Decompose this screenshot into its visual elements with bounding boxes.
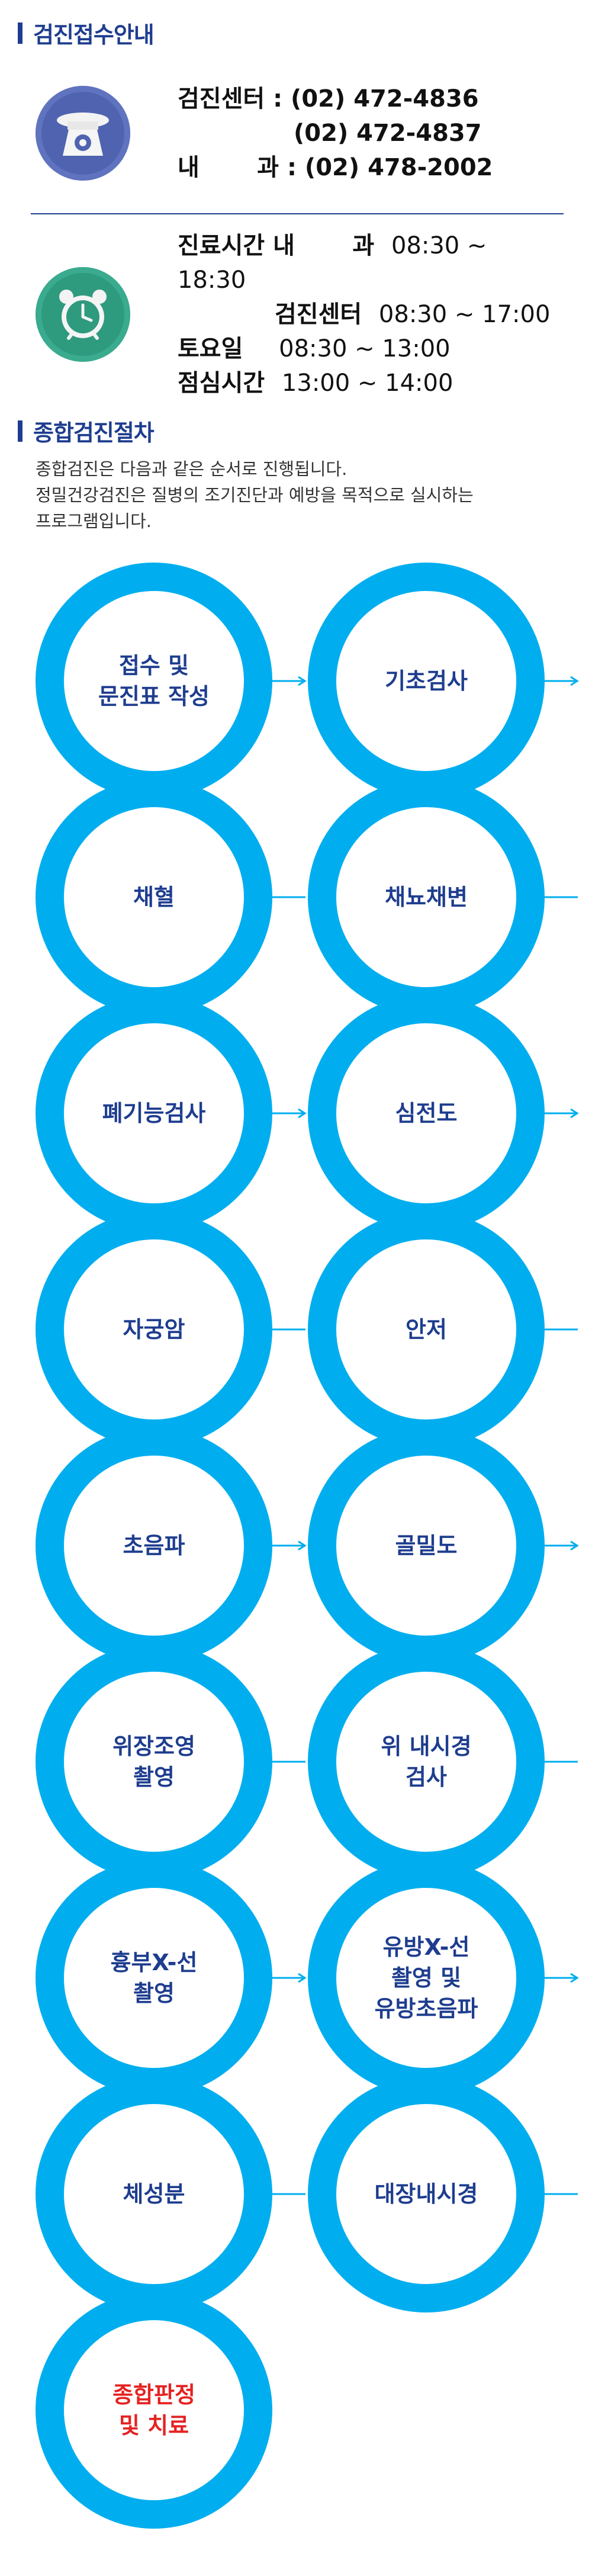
step-circle: 안저 — [308, 1211, 545, 1448]
arrow-icon — [532, 1972, 579, 1984]
hours-value-center: 08:30 ~ 17:00 — [378, 301, 551, 328]
hours-label-clinic: 진료시간 내 과 — [178, 232, 375, 259]
step-circle: 위장조영 촬영 — [36, 1643, 272, 1880]
hours-label-lunch: 점심시간 — [178, 370, 265, 397]
step-circle: 기초검사 — [308, 563, 545, 799]
divider-line — [31, 213, 564, 214]
hours-line-1: 진료시간 내 과 08:30 ~ 18:30 — [178, 229, 556, 297]
arrow-icon — [532, 1540, 579, 1552]
arrow-icon — [259, 1107, 307, 1119]
step-circle: 체성분 — [36, 2076, 272, 2312]
arrow-icon — [259, 1756, 307, 1768]
telephone-icon — [36, 86, 130, 181]
procedure-desc-line-1: 종합검진은 다음과 같은 순서로 진행됩니다. — [36, 459, 348, 479]
arrow-icon — [532, 1756, 579, 1768]
hours-label-center: 검진센터 — [275, 301, 362, 328]
step-circle: 심전도 — [308, 995, 545, 1232]
phone-contact-row: 검진센터 : (02) 472-4836 (02) 472-4837 내 과 :… — [36, 82, 556, 185]
phone-line-2: (02) 472-4837 — [294, 120, 482, 147]
procedure-desc-line-2: 정밀건강검진은 질병의 조기진단과 예방을 목적으로 실시하는 — [36, 485, 474, 505]
step-circle: 흉부X-선 촬영 — [36, 1859, 272, 2096]
arrow-icon — [532, 1324, 579, 1335]
step-circle: 위 내시경 검사 — [308, 1643, 545, 1880]
hours-label-saturday: 토요일 — [178, 335, 243, 362]
step-circle: 자궁암 — [36, 1211, 272, 1448]
arrow-icon — [532, 2188, 579, 2200]
phone-lines: 검진센터 : (02) 472-4836 (02) 472-4837 내 과 :… — [178, 82, 493, 185]
step-circle: 종합판정 및 치료 — [36, 2292, 272, 2529]
procedure-description: 종합검진은 다음과 같은 순서로 진행됩니다. 정밀건강검진은 질병의 조기진단… — [36, 456, 556, 534]
section-header-procedure: 종합검진절차 — [18, 415, 155, 447]
step-circle: 채혈 — [36, 779, 272, 1016]
hours-row: 진료시간 내 과 08:30 ~ 18:30 검진센터 08:30 ~ 17:0… — [36, 229, 556, 400]
step-circle: 골밀도 — [308, 1427, 545, 1664]
section-bar — [18, 420, 22, 442]
arrow-icon — [532, 891, 579, 903]
hours-lines: 진료시간 내 과 08:30 ~ 18:30 검진센터 08:30 ~ 17:0… — [178, 229, 556, 400]
step-circle: 폐기능검사 — [36, 995, 272, 1232]
section-title-reception: 검진접수안내 — [33, 22, 155, 48]
arrow-icon — [259, 1324, 307, 1335]
step-circle: 초음파 — [36, 1427, 272, 1664]
arrow-icon — [259, 1972, 307, 1984]
hours-value-clinic: 08:30 ~ 18:30 — [178, 232, 487, 294]
step-circle: 접수 및 문진표 작성 — [36, 563, 272, 799]
hours-value-saturday: 08:30 ~ 13:00 — [279, 335, 451, 362]
arrow-icon — [259, 2188, 307, 2200]
hours-line-3: 토요일 08:30 ~ 13:00 — [178, 332, 556, 366]
arrow-icon — [259, 891, 307, 903]
arrow-icon — [532, 675, 579, 687]
section-bar — [18, 22, 22, 44]
hours-value-lunch: 13:00 ~ 14:00 — [281, 370, 453, 397]
hours-line-2: 검진센터 08:30 ~ 17:00 — [178, 297, 556, 332]
step-circle: 대장내시경 — [308, 2076, 545, 2312]
hours-line-4: 점심시간 13:00 ~ 14:00 — [178, 366, 556, 400]
step-circle: 채뇨채변 — [308, 779, 545, 1016]
phone-line-1: 검진센터 : (02) 472-4836 — [178, 85, 479, 113]
step-circle: 유방X-선 촬영 및 유방초음파 — [308, 1859, 545, 2096]
section-title-procedure: 종합검진절차 — [33, 420, 155, 446]
arrow-icon — [259, 675, 307, 687]
alarm-clock-icon — [36, 267, 130, 362]
procedure-desc-line-3: 프로그램입니다. — [36, 511, 152, 531]
section-header-reception: 검진접수안내 — [18, 17, 155, 49]
phone-line-3: 내 과 : (02) 478-2002 — [178, 154, 493, 181]
arrow-icon — [532, 1107, 579, 1119]
arrow-icon — [259, 1540, 307, 1552]
